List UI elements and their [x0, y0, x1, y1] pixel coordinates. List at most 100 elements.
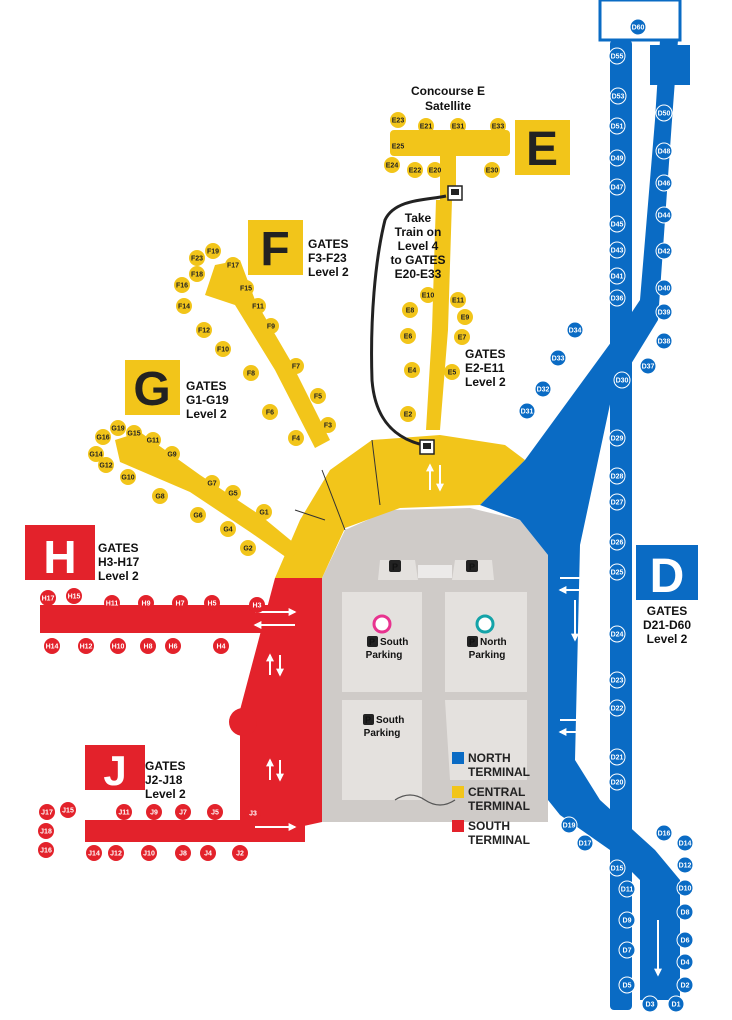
concourse-j-gates-label: GATES J2-J18 Level 2 [145, 759, 186, 801]
gate-e6: E6 [400, 328, 416, 344]
svg-text:D47: D47 [611, 185, 624, 192]
gate-f15: F15 [238, 280, 254, 296]
svg-text:P: P [392, 562, 398, 572]
svg-text:F18: F18 [191, 272, 203, 279]
gate-j11: J11 [116, 804, 132, 820]
svg-text:J11: J11 [118, 810, 129, 817]
gate-d4: D4 [676, 953, 694, 971]
svg-text:D22: D22 [611, 706, 624, 713]
gate-g10: G10 [120, 469, 136, 485]
gate-d6: D6 [676, 931, 694, 949]
svg-text:F6: F6 [266, 410, 274, 417]
svg-text:D24: D24 [611, 632, 624, 639]
parking-sign: P [466, 560, 478, 572]
svg-text:H: H [43, 531, 76, 583]
legend: NORTH TERMINAL CENTRAL TERMINAL SOUTH TE… [452, 751, 530, 847]
gate-h8: H8 [140, 638, 156, 654]
svg-text:E22: E22 [409, 168, 422, 175]
svg-text:D42: D42 [658, 249, 671, 256]
svg-text:E20-E33: E20-E33 [395, 267, 442, 281]
gate-d9: D9 [618, 911, 636, 929]
gate-g4: G4 [220, 521, 236, 537]
gate-d22: D22 [608, 699, 626, 717]
gate-d14: D14 [676, 834, 694, 852]
gate-d49: D49 [608, 149, 626, 167]
gate-h10: H10 [110, 638, 126, 654]
gate-g9: G9 [164, 446, 180, 462]
train-instructions: Take Train on Level 4 to GATES E20-E33 [390, 211, 445, 281]
svg-text:G11: G11 [147, 438, 160, 445]
gate-g12: G12 [98, 457, 114, 473]
gate-d30: D30 [613, 371, 631, 389]
gate-g16: G16 [95, 429, 111, 445]
gate-f5: F5 [310, 388, 326, 404]
gate-g2: G2 [240, 540, 256, 556]
train-icon [447, 185, 463, 201]
gate-h7: H7 [172, 595, 188, 611]
svg-text:Take: Take [405, 211, 432, 225]
gate-j14: J14 [86, 845, 102, 861]
svg-text:F17: F17 [227, 263, 239, 270]
svg-text:South: South [380, 637, 408, 648]
svg-text:Level 2: Level 2 [98, 569, 139, 583]
svg-text:J5: J5 [211, 810, 219, 817]
gate-d47: D47 [608, 178, 626, 196]
svg-text:D25: D25 [611, 570, 624, 577]
gate-h14: H14 [44, 638, 60, 654]
svg-text:D19: D19 [563, 823, 576, 830]
gate-j16: J16 [38, 842, 54, 858]
svg-text:E20: E20 [429, 168, 442, 175]
svg-text:E: E [526, 123, 558, 176]
svg-text:E2: E2 [404, 412, 413, 419]
svg-text:F7: F7 [292, 364, 300, 371]
concourse-e-gates-label: GATES E2-E11 Level 2 [465, 347, 506, 389]
svg-text:Level 2: Level 2 [308, 265, 349, 279]
flamingo-icon [372, 614, 392, 634]
svg-text:F9: F9 [267, 324, 275, 331]
gate-d37: D37 [639, 357, 657, 375]
concourse-f-letter-box: F [248, 220, 303, 276]
gate-d24: D24 [608, 625, 626, 643]
gate-d10: D10 [676, 879, 694, 897]
svg-text:G1: G1 [259, 510, 268, 517]
svg-text:H6: H6 [169, 644, 178, 651]
gate-g1: G1 [256, 504, 272, 520]
svg-text:D1: D1 [672, 1002, 681, 1009]
gate-e33: E33 [490, 118, 506, 134]
gate-j9: J9 [146, 804, 162, 820]
svg-text:G16: G16 [96, 435, 109, 442]
gate-d15: D15 [608, 859, 626, 877]
gate-e20: E20 [427, 162, 443, 178]
svg-text:D3: D3 [646, 1002, 655, 1009]
gate-g15: G15 [126, 425, 142, 441]
gate-d1: D1 [667, 995, 685, 1013]
gate-h6: H6 [165, 638, 181, 654]
svg-text:D40: D40 [658, 286, 671, 293]
gate-d19: D19 [560, 816, 578, 834]
svg-text:D11: D11 [621, 887, 634, 894]
gate-d46: D46 [655, 174, 673, 192]
svg-text:H10: H10 [112, 644, 125, 651]
svg-text:GATES: GATES [647, 604, 687, 618]
gate-d5: D5 [618, 976, 636, 994]
svg-text:F3-F23: F3-F23 [308, 251, 347, 265]
svg-text:D50: D50 [658, 111, 671, 118]
gate-g5: G5 [225, 485, 241, 501]
concourse-e-subtitle: Satellite [425, 99, 471, 113]
gate-j8: J8 [175, 845, 191, 861]
gate-h12: H12 [78, 638, 94, 654]
gate-d51: D51 [608, 117, 626, 135]
gate-h17: H17 [40, 590, 56, 606]
svg-text:E31: E31 [452, 124, 465, 131]
svg-text:F16: F16 [176, 283, 188, 290]
south-parking-label: P South Parking [366, 614, 408, 661]
gate-e4: E4 [404, 362, 420, 378]
svg-text:Parking: Parking [366, 650, 403, 661]
gate-d8: D8 [676, 903, 694, 921]
svg-text:D26: D26 [611, 540, 624, 547]
svg-text:G14: G14 [89, 452, 102, 459]
svg-text:H3-H17: H3-H17 [98, 555, 140, 569]
concourse-g-gates-label: GATES G1-G19 Level 2 [186, 379, 229, 421]
svg-text:E2-E11: E2-E11 [465, 361, 505, 375]
